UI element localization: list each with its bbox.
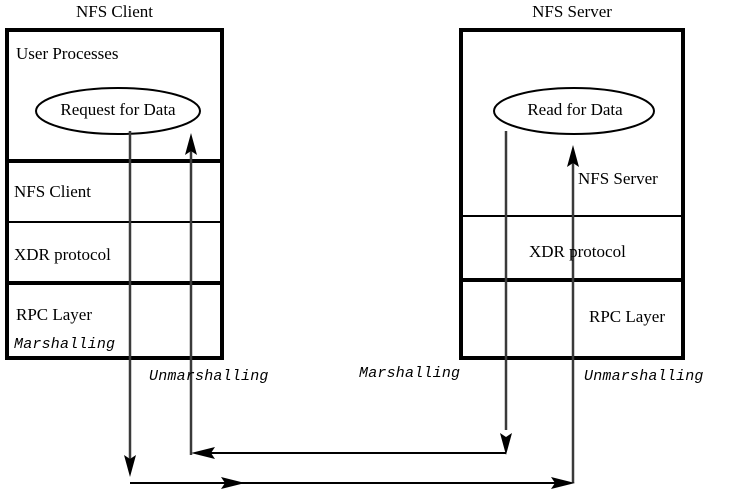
client-layer-xdr-protocol: XDR protocol xyxy=(14,245,111,264)
server-layer-nfs-server: NFS Server xyxy=(578,169,658,188)
server-layer-rpc-layer: RPC Layer xyxy=(589,307,666,326)
client-title: NFS Client xyxy=(76,2,153,21)
server-marshalling-label: Marshalling xyxy=(359,365,461,382)
server-read-up-arrowhead xyxy=(567,145,579,167)
client-unmarshalling-label: Unmarshalling xyxy=(149,368,269,385)
server-title: NFS Server xyxy=(532,2,612,21)
client-layer-rpc-layer: RPC Layer xyxy=(16,305,93,324)
client-outer-box xyxy=(5,28,224,360)
server-incoming-arrowhead xyxy=(500,433,512,455)
client-layer-user-processes: User Processes xyxy=(16,44,119,63)
client-marshalling-label: Marshalling xyxy=(14,336,116,353)
request-horizontal-mid-arrowhead xyxy=(221,477,245,489)
client-request-down-arrowhead xyxy=(124,455,136,477)
server-bubble-label: Read for Data xyxy=(527,100,623,119)
server-layer-xdr-protocol: XDR protocol xyxy=(529,242,626,261)
reply-horizontal-arrowhead xyxy=(191,447,215,459)
client-reply-up-arrowhead xyxy=(185,133,197,155)
request-horizontal-arrowhead xyxy=(551,477,575,489)
server-unmarshalling-label: Unmarshalling xyxy=(584,368,704,385)
client-request-bubble xyxy=(35,87,201,135)
server-read-bubble xyxy=(493,87,655,135)
client-bubble-label: Request for Data xyxy=(60,100,176,119)
client-layer-nfs-client: NFS Client xyxy=(14,182,91,201)
